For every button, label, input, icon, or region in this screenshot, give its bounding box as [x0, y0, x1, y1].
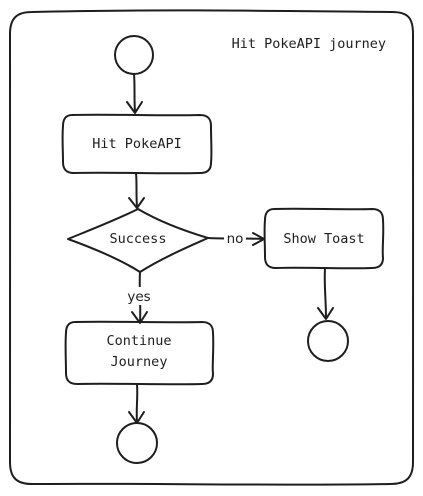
hit-pokeapi-label: Hit PokeAPI [92, 136, 181, 152]
success-label: Success [110, 231, 167, 247]
hit-pokeapi-node [61, 113, 213, 175]
continue-journey-label-line2: Journey [111, 354, 168, 370]
yes-label-bg [124, 287, 154, 305]
diagram-frame [8, 9, 415, 486]
start-node [114, 35, 154, 75]
show-toast-node [263, 207, 385, 270]
no-label-bg [224, 230, 246, 246]
continue-journey-label-line1: Continue [106, 333, 171, 349]
edge-toast-to-end [317, 267, 334, 320]
diagram-title: Hit PokeAPI journey [232, 36, 386, 52]
yes-edge-label: yes [127, 289, 150, 305]
edge-continue-to-end [128, 383, 145, 424]
show-toast-label: Show Toast [283, 231, 364, 247]
continue-journey-node [64, 320, 215, 386]
no-edge-label: no [227, 231, 244, 247]
end-node-journey [116, 422, 158, 464]
end-node-toast [307, 320, 349, 362]
edge-start-to-hit [126, 73, 143, 114]
edge-hit-to-success [128, 172, 145, 209]
